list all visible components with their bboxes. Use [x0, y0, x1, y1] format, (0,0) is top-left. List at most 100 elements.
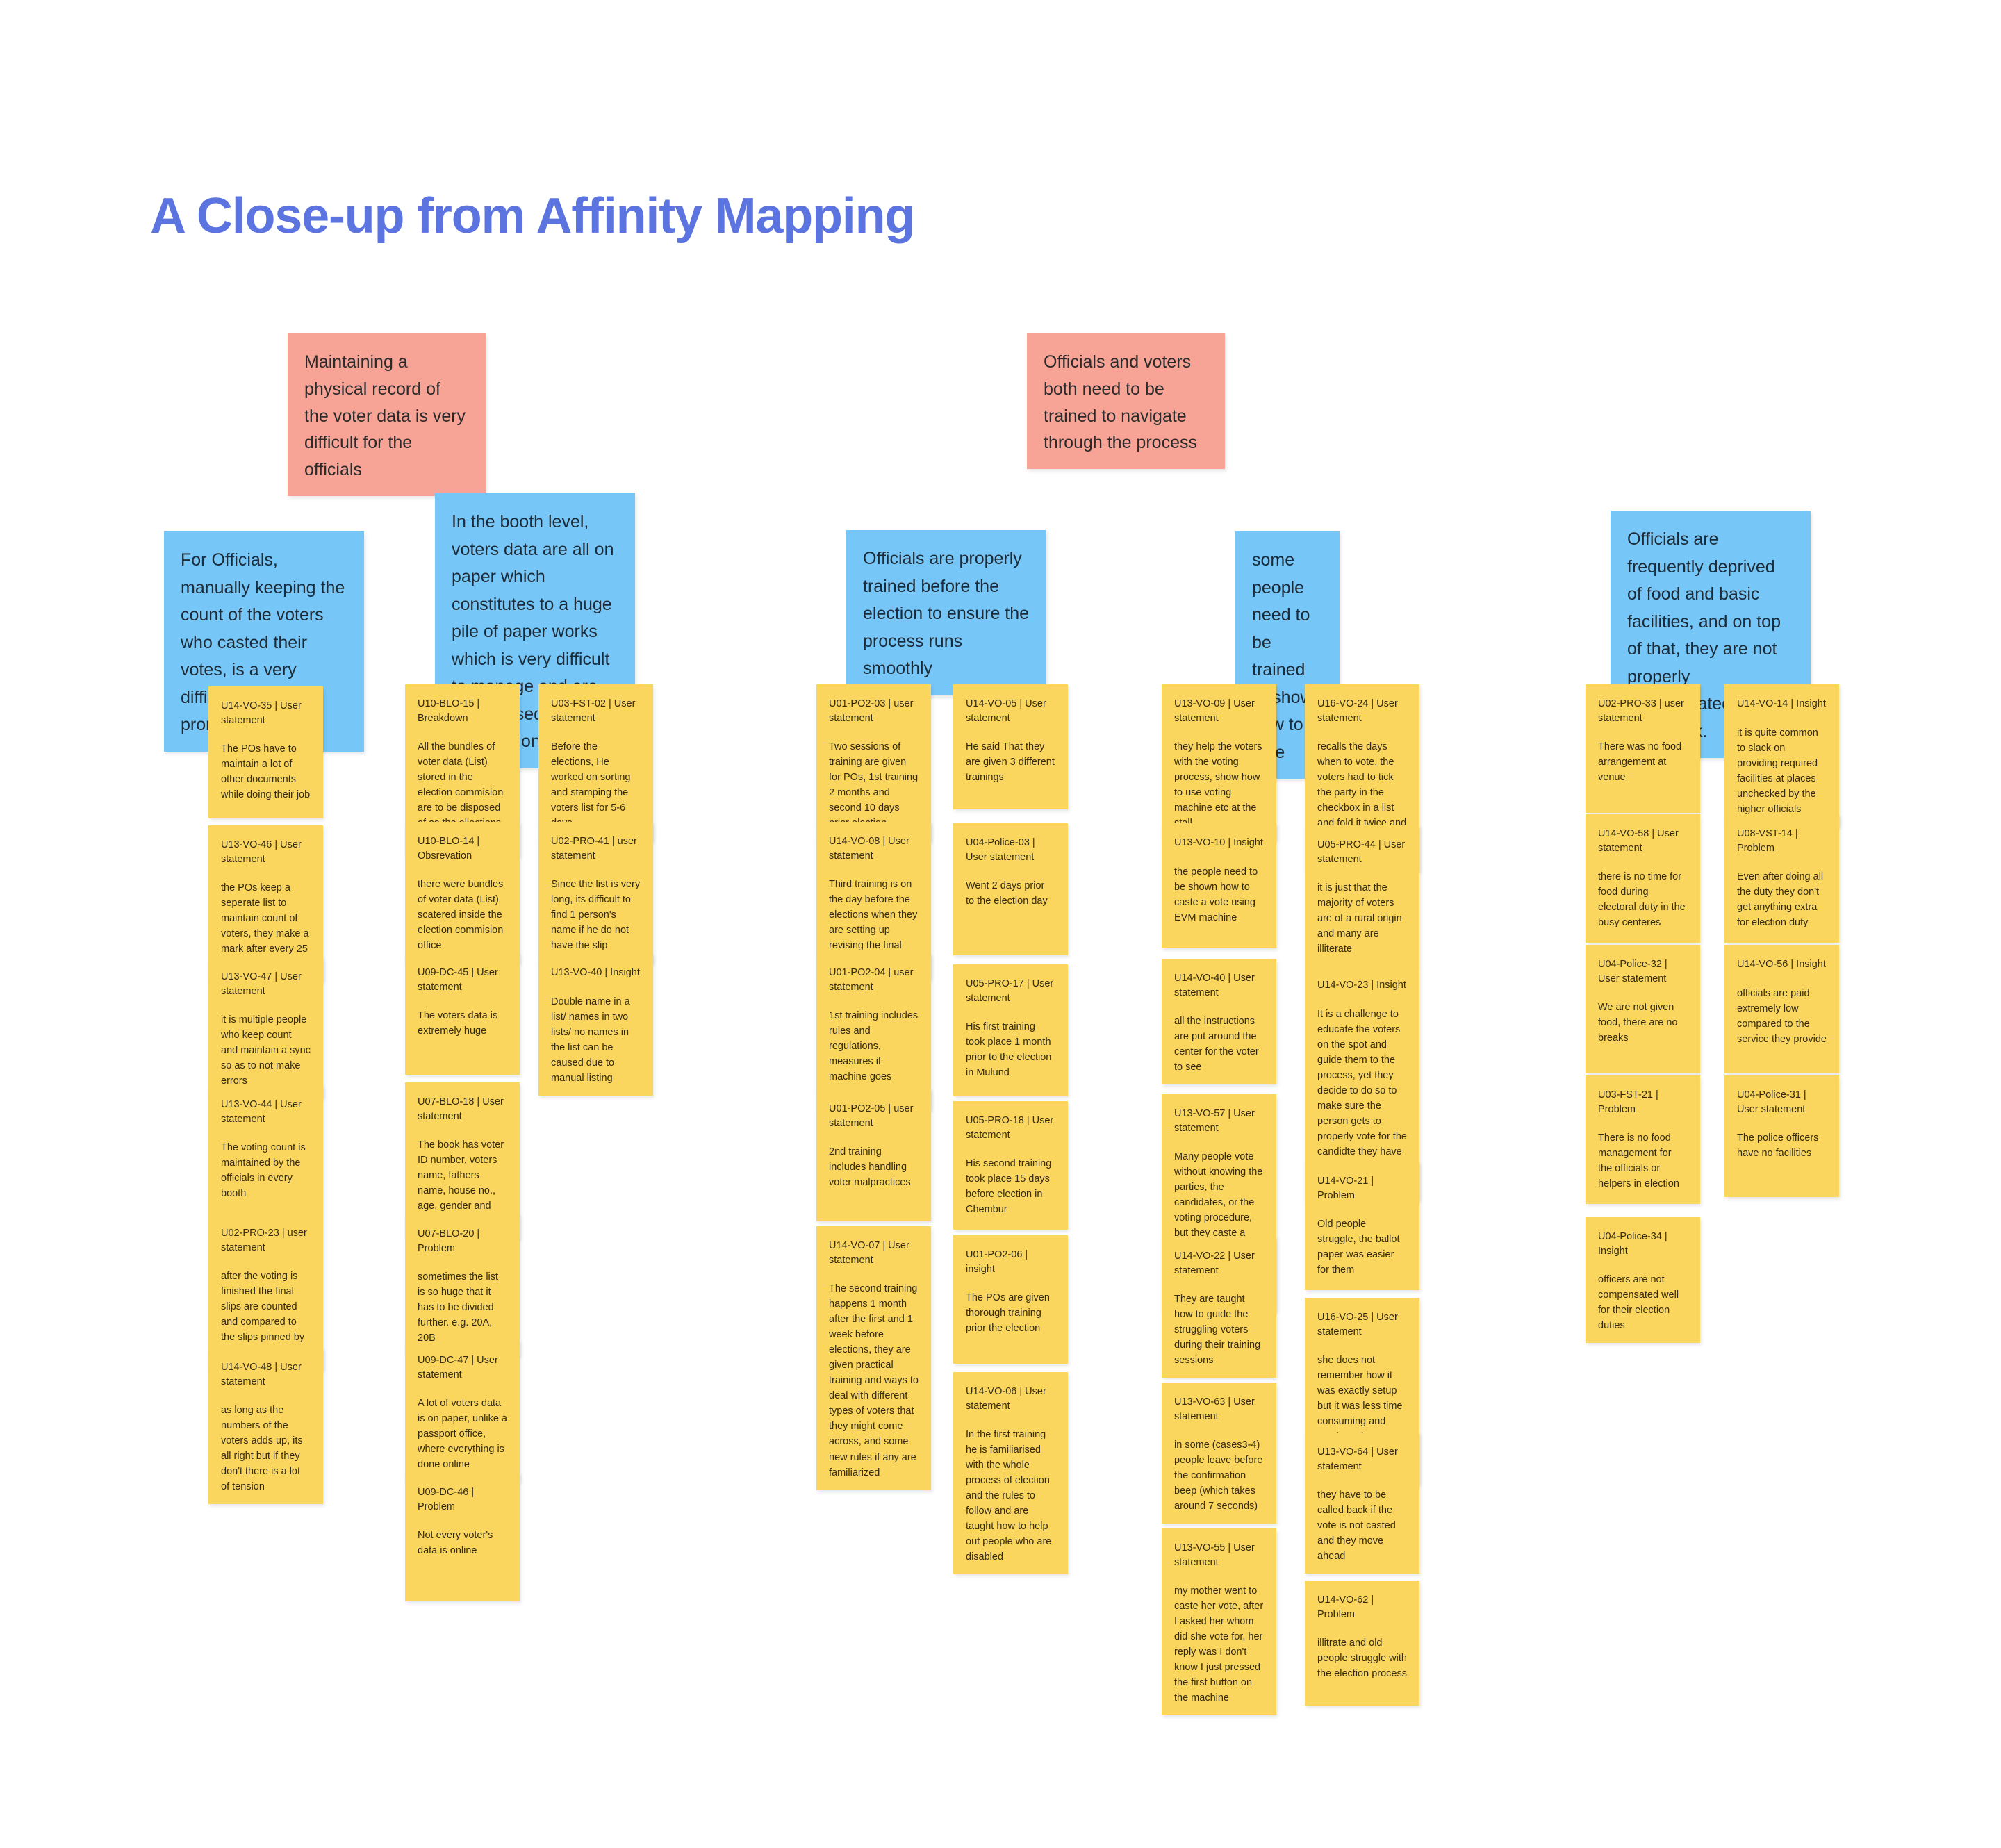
- data-note-id: U14-VO-62 | Problem: [1317, 1594, 1377, 1620]
- data-note-body: The police officers have no facilities: [1737, 1132, 1822, 1160]
- data-note-body: He said That they are given 3 different …: [966, 741, 1057, 784]
- data-note-id: U03-FST-02 | User statement: [551, 698, 639, 724]
- data-note-body: The voting count is maintained by the of…: [221, 1142, 308, 1200]
- data-note-id: U16-VO-25 | User statement: [1317, 1312, 1401, 1337]
- data-note-body: In the first training he is familiarised…: [966, 1429, 1055, 1563]
- data-note-id: U14-VO-58 | User statement: [1598, 828, 1681, 854]
- data-note-body: they have to be called back if the vote …: [1317, 1490, 1399, 1562]
- data-note-body: they help the voters with the voting pro…: [1174, 741, 1262, 829]
- data-note-body: There was no food arrangement at venue: [1598, 741, 1685, 784]
- data-note-id: U14-VO-14 | Insight: [1737, 698, 1826, 709]
- data-note-id: U14-VO-35 | User statement: [221, 700, 304, 726]
- data-note-body: illitrate and old people struggle with t…: [1317, 1637, 1410, 1680]
- data-note-id: U16-VO-24 | User statement: [1317, 698, 1401, 724]
- data-note-id: U14-VO-48 | User statement: [221, 1362, 304, 1387]
- data-note-id: U13-VO-57 | User statement: [1174, 1108, 1258, 1134]
- data-note-body: in some (cases3-4) people leave before t…: [1174, 1439, 1266, 1512]
- data-note[interactable]: U10-BLO-14 | Obsrevation there were bundl…: [405, 822, 520, 964]
- theme-note[interactable]: Officials and voters both need to be tra…: [1027, 333, 1225, 469]
- data-note-id: U14-VO-08 | User statement: [829, 836, 912, 861]
- data-note-id: U04-Police-31 | User statement: [1737, 1089, 1809, 1115]
- data-note-id: U03-FST-21 | Problem: [1598, 1089, 1661, 1115]
- data-note[interactable]: U14-VO-62 | Problem illitrate and old peo…: [1305, 1581, 1419, 1706]
- data-note-id: U04-Police-32 | User statement: [1598, 959, 1670, 984]
- theme-note[interactable]: Maintaining a physical record of the vot…: [288, 333, 486, 496]
- data-note-id: U13-VO-55 | User statement: [1174, 1542, 1258, 1568]
- data-note-body: Third training is on the day before the …: [829, 879, 918, 966]
- data-note-id: U13-VO-10 | Insight: [1174, 837, 1263, 848]
- data-note-body: all the instructions are put around the …: [1174, 1016, 1262, 1073]
- theme-note-text: Officials and voters both need to be tra…: [1044, 352, 1197, 453]
- data-note[interactable]: U14-VO-58 | User statement there is no ti…: [1586, 814, 1700, 943]
- data-note-id: U02-PRO-23 | user statement: [221, 1228, 310, 1253]
- data-note[interactable]: U13-VO-10 | Insight the people need to be…: [1162, 823, 1276, 948]
- data-note-id: U14-VO-23 | Insight: [1317, 980, 1406, 991]
- data-note-id: U10-BLO-14 | Obsrevation: [418, 836, 483, 861]
- data-note-id: U02-PRO-41 | user statement: [551, 836, 640, 861]
- data-note-body: The POs are given thorough training prio…: [966, 1292, 1053, 1335]
- data-note-body: it is quite common to slack on providing…: [1737, 727, 1821, 815]
- data-note[interactable]: U14-VO-48 | User statement as long as the…: [208, 1348, 323, 1505]
- data-note[interactable]: U07-BLO-20 | Problem sometimes the list i…: [405, 1214, 520, 1356]
- data-note-body: His second training took place 15 days b…: [966, 1158, 1055, 1216]
- data-note-body: the people need to be shown how to caste…: [1174, 866, 1261, 923]
- data-note-id: U07-BLO-20 | Problem: [418, 1228, 483, 1254]
- data-note-body: there were bundles of voter data (List) …: [418, 879, 507, 952]
- data-note[interactable]: U01-PO2-05 | user statement 2nd training …: [816, 1089, 931, 1221]
- group-note[interactable]: Officials are properly trained before th…: [846, 530, 1046, 695]
- data-note-id: U01-PO2-04 | user statement: [829, 967, 916, 993]
- data-note-body: There is no food management for the offi…: [1598, 1132, 1679, 1190]
- data-note-body: Even after doing all the duty they don't…: [1737, 871, 1827, 929]
- data-note-body: there is no time for food during elector…: [1598, 871, 1688, 929]
- data-note[interactable]: U14-VO-14 | Insight it is quite common to…: [1724, 684, 1839, 827]
- data-note-body: Since the list is very long, its difficu…: [551, 879, 643, 952]
- data-note-body: as long as the numbers of the voters add…: [221, 1405, 306, 1493]
- data-note-body: officials are paid extremely low compare…: [1737, 987, 1827, 1045]
- data-note[interactable]: U14-VO-05 | User statement He said That t…: [953, 684, 1068, 809]
- data-note-body: sometimes the list is so huge that it ha…: [418, 1271, 502, 1344]
- data-note-id: U14-VO-05 | User statement: [966, 698, 1049, 724]
- data-note-id: U01-PO2-05 | user statement: [829, 1103, 916, 1129]
- data-note-body: Old people struggle, the ballot paper wa…: [1317, 1219, 1403, 1276]
- data-note-body: His first training took place 1 month pr…: [966, 1021, 1055, 1079]
- data-note-body: 2nd training includes handling voter mal…: [829, 1146, 911, 1189]
- data-note-id: U14-VO-22 | User statement: [1174, 1251, 1258, 1276]
- data-note-id: U13-VO-47 | User statement: [221, 971, 304, 997]
- data-note-id: U09-DC-47 | User statement: [418, 1355, 501, 1380]
